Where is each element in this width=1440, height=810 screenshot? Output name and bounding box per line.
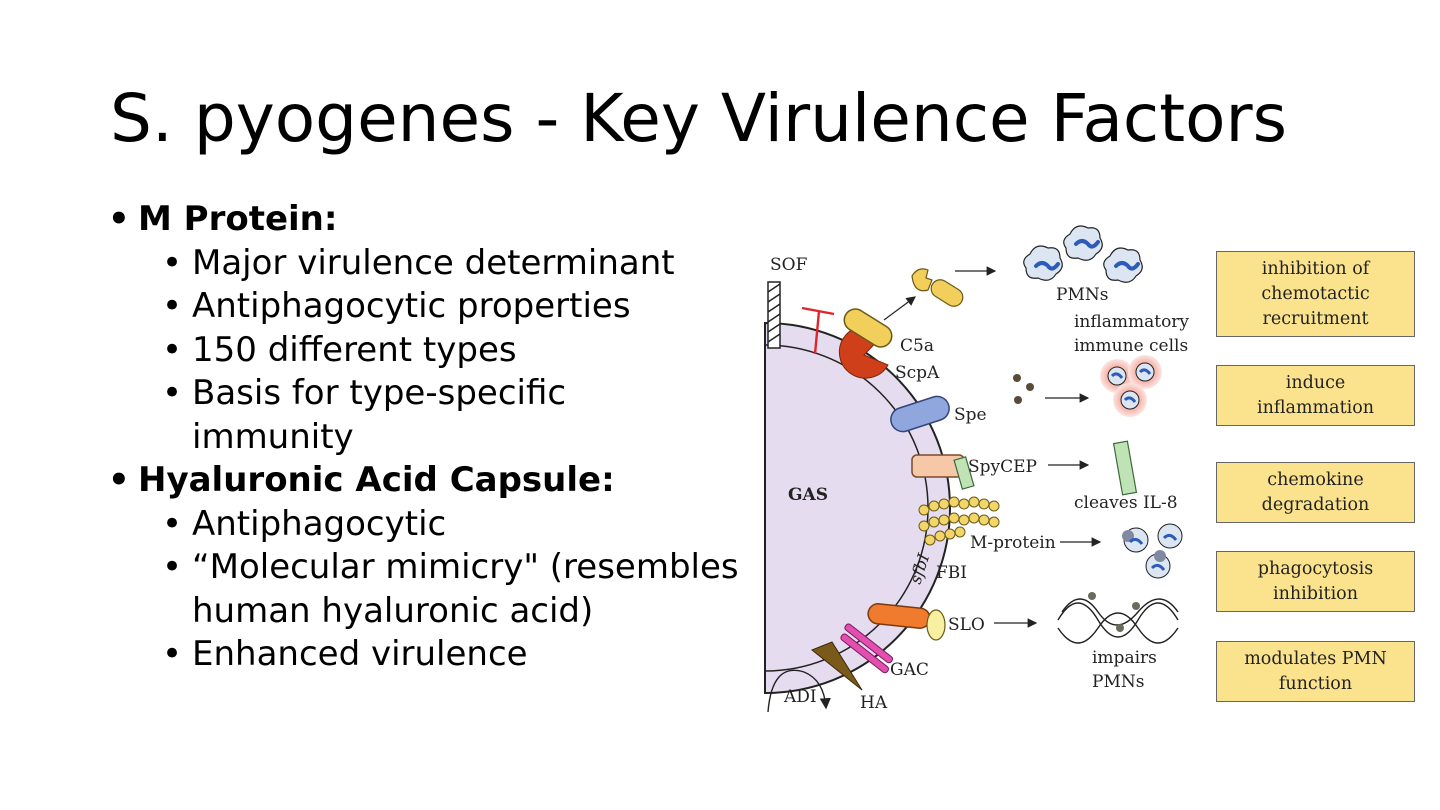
impairs-label-2: PMNs bbox=[1092, 672, 1144, 692]
effect-text: inflammation bbox=[1256, 397, 1375, 418]
c5a-label: C5a bbox=[900, 336, 934, 356]
item-text: Antiphagocytic bbox=[192, 503, 447, 544]
list-item: •Antiphagocytic bbox=[108, 503, 748, 547]
list-item: •Major virulence determinant bbox=[108, 242, 748, 286]
ha-wedge bbox=[811, 641, 863, 691]
effect-text: inhibition bbox=[1273, 583, 1358, 604]
bullet-dot: • bbox=[108, 199, 130, 239]
bullet-dot: • bbox=[162, 373, 183, 413]
spe-capsule bbox=[890, 395, 950, 433]
list-item: •Enhanced virulence bbox=[108, 633, 748, 677]
item-text: “Molecular mimicry" (resembles human hya… bbox=[192, 547, 739, 631]
list-item: •Antiphagocytic properties bbox=[108, 285, 748, 329]
effect-box-inflammation: induce inflammation bbox=[1216, 365, 1415, 426]
effect-text: induce bbox=[1285, 372, 1346, 393]
membrane-waves bbox=[1057, 598, 1179, 644]
bullet-dot: • bbox=[162, 634, 183, 674]
effect-text: recruitment bbox=[1262, 308, 1369, 329]
list-item: •Basis for type-specific immunity bbox=[108, 372, 612, 459]
cleaved-c5a-part bbox=[930, 279, 964, 307]
spycep-label: SpyCEP bbox=[968, 457, 1037, 477]
effect-text: function bbox=[1278, 673, 1353, 694]
list-item: •“Molecular mimicry" (resembles human hy… bbox=[108, 546, 752, 633]
bullet-dot: • bbox=[162, 503, 183, 544]
item-text: Major virulence determinant bbox=[192, 242, 675, 283]
pmns-label: PMNs bbox=[1056, 285, 1108, 305]
slide-title: S. pyogenes - Key Virulence Factors bbox=[110, 80, 1287, 157]
scpa-label: ScpA bbox=[895, 363, 940, 383]
cleaves-label: cleaves IL-8 bbox=[1074, 493, 1178, 513]
item-text: Antiphagocytic properties bbox=[192, 286, 631, 326]
spe-label: Spe bbox=[954, 405, 987, 425]
inhibition-mark bbox=[801, 306, 835, 355]
bullet-dot: • bbox=[162, 242, 183, 283]
cleaved-c5a bbox=[911, 268, 933, 292]
effect-box-phagocytosis: phagocytosis inhibition bbox=[1216, 551, 1415, 612]
sof-rod bbox=[767, 281, 781, 349]
m-protein-chains bbox=[918, 496, 1000, 546]
section-heading-m-protein: •M Protein: bbox=[108, 198, 748, 242]
effect-box-chemotaxis: inhibition of chemotactic recruitment bbox=[1216, 251, 1415, 337]
effect-text: phagocytosis bbox=[1257, 558, 1374, 579]
gac-rods bbox=[840, 623, 893, 674]
effect-box-chemokine: chemokine degradation bbox=[1216, 462, 1415, 523]
inflamed-cells bbox=[1100, 355, 1162, 417]
list-item: •150 different types bbox=[108, 329, 748, 373]
bullet-dot: • bbox=[162, 329, 183, 370]
ha-label: HA bbox=[860, 693, 888, 713]
item-text: Basis for type-specific immunity bbox=[192, 373, 567, 457]
sof-label: SOF bbox=[770, 255, 808, 275]
effect-text: inhibition of bbox=[1261, 258, 1370, 279]
bullet-dot: • bbox=[162, 286, 183, 326]
pmn-cluster-m bbox=[1122, 523, 1183, 579]
inflammatory-label-1: inflammatory bbox=[1074, 312, 1189, 332]
pmn-cluster bbox=[1023, 225, 1143, 283]
impairs-label-1: impairs bbox=[1092, 648, 1157, 668]
bullet-list: •M Protein: •Major virulence determinant… bbox=[108, 198, 748, 677]
il8-fragment bbox=[1112, 440, 1138, 496]
fbi-label: FBI bbox=[936, 563, 967, 583]
adi-arrow bbox=[767, 669, 831, 713]
inflammatory-label-2: immune cells bbox=[1074, 336, 1188, 356]
heading-text: Hyaluronic Acid Capsule: bbox=[138, 460, 615, 500]
item-text: 150 different types bbox=[192, 329, 517, 370]
m-protein-label: M-protein bbox=[970, 533, 1056, 553]
slo-label: SLO bbox=[948, 615, 985, 635]
cell-label: GAS bbox=[788, 485, 828, 505]
effect-text: chemokine bbox=[1267, 469, 1364, 490]
effect-text: degradation bbox=[1261, 494, 1370, 515]
spycep-tag bbox=[953, 456, 975, 490]
c5a-capsule bbox=[843, 308, 893, 348]
item-text: Enhanced virulence bbox=[192, 634, 528, 674]
bullet-dot: • bbox=[162, 547, 183, 587]
adi-label: ADI bbox=[783, 687, 817, 707]
effect-text: chemotactic bbox=[1261, 283, 1370, 304]
section-heading-capsule: •Hyaluronic Acid Capsule: bbox=[108, 459, 748, 503]
bullet-dot: • bbox=[108, 460, 130, 500]
slo-head bbox=[926, 609, 946, 641]
effect-text: modulates PMN bbox=[1244, 648, 1387, 669]
gac-label: GAC bbox=[890, 660, 929, 680]
heading-text: M Protein: bbox=[138, 199, 338, 239]
virulence-diagram: GAS SOF C5a ScpA PMNs inflammatory immun… bbox=[764, 225, 1189, 713]
effect-box-pmn: modulates PMN function bbox=[1216, 641, 1415, 702]
